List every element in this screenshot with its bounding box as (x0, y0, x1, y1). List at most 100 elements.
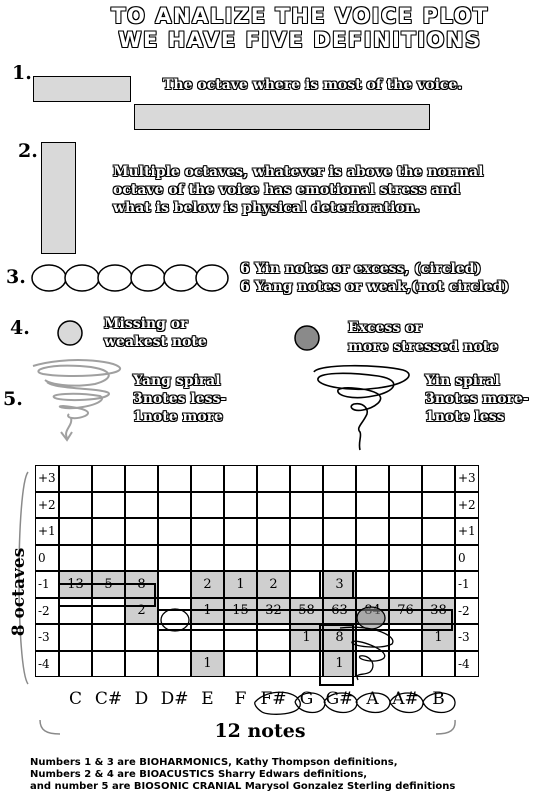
octave-label-left: +2 (35, 491, 59, 518)
plot-cell (158, 465, 191, 492)
yin-spiral-icon (313, 364, 410, 451)
octave-label-right: -4 (455, 650, 479, 677)
plot-cell (422, 518, 455, 545)
plot-cell (356, 465, 389, 492)
yang-line-1: Yang spiral (133, 373, 221, 389)
plot-cell: 63 (323, 597, 356, 624)
octave-bar-long (134, 104, 430, 130)
yin-line-1: Yin spiral (425, 373, 500, 389)
excess-note-icon (294, 325, 320, 351)
plot-cell (59, 544, 92, 571)
plot-cell (257, 465, 290, 492)
plot-cell (224, 624, 257, 651)
plot-cell (224, 465, 257, 492)
definition-2-line-1: Multiple octaves, whatever is above the … (113, 164, 484, 180)
plot-cell: 8 (125, 571, 158, 598)
plot-cell: 1 (224, 571, 257, 598)
definition-3-number: 3. (6, 266, 26, 288)
octave-label-right: +1 (455, 518, 479, 545)
yang-line-3: 1note more (133, 409, 223, 425)
plot-cell (389, 518, 422, 545)
plot-cell (59, 597, 92, 624)
octave-label-left: +3 (35, 465, 59, 492)
plot-cell: 38 (422, 597, 455, 624)
plot-cell (356, 650, 389, 677)
plot-cell: 15 (224, 597, 257, 624)
plot-cell (323, 465, 356, 492)
octave-label-right: +2 (455, 491, 479, 518)
plot-cell (158, 597, 191, 624)
plot-cell (125, 491, 158, 518)
definition-2-number: 2. (18, 140, 38, 162)
yang-line-2: 3notes less- (133, 391, 227, 407)
plot-cell (389, 624, 422, 651)
plot-cell: 1 (290, 624, 323, 651)
plot-cell (191, 491, 224, 518)
plot-cell (290, 465, 323, 492)
plot-cell (224, 491, 257, 518)
excess-label-line-1: Excess or (348, 320, 422, 336)
plot-cell (59, 465, 92, 492)
yin-line-2: 3notes more- (425, 391, 529, 407)
plot-cell (125, 650, 158, 677)
plot-cell: 1 (191, 650, 224, 677)
plot-cell (224, 650, 257, 677)
octave-bar-short (33, 76, 131, 102)
plot-cell (290, 650, 323, 677)
plot-cell (191, 544, 224, 571)
plot-cell (290, 491, 323, 518)
octave-label-right: -1 (455, 571, 479, 598)
definition-5-number: 5. (3, 388, 23, 410)
title-line-2: WE HAVE FIVE DEFINITIONS (118, 28, 482, 52)
plot-cell: 2 (191, 571, 224, 598)
plot-cell (125, 518, 158, 545)
plot-cell (257, 544, 290, 571)
plot-cell: 58 (290, 597, 323, 624)
plot-cell (290, 518, 323, 545)
plot-cell (323, 544, 356, 571)
footer-line-3: and number 5 are BIOSONIC CRANIAL Maryso… (30, 781, 456, 792)
plot-cell (389, 544, 422, 571)
note-label: C# (94, 689, 123, 709)
note-label: F (234, 689, 247, 709)
plot-cell (224, 544, 257, 571)
plot-cell (422, 571, 455, 598)
plot-cell: 1 (422, 624, 455, 651)
plot-cell (125, 544, 158, 571)
multi-octave-bar (41, 142, 76, 254)
plot-cell (389, 491, 422, 518)
plot-cell: 5 (92, 571, 125, 598)
plot-cell (158, 571, 191, 598)
plot-cell (59, 650, 92, 677)
note-label: F# (260, 689, 287, 709)
plot-cell (422, 465, 455, 492)
note-label: A (366, 689, 379, 709)
plot-cell (356, 544, 389, 571)
plot-cell (191, 465, 224, 492)
note-label: B (432, 689, 445, 709)
plot-cell (356, 518, 389, 545)
definition-2-line-2: octave of the voice has emotional stress… (113, 182, 461, 198)
note-label: A# (392, 689, 419, 709)
plot-cell (389, 571, 422, 598)
octave-label-left: +1 (35, 518, 59, 545)
plot-cell (422, 650, 455, 677)
yang-spiral-icon (32, 359, 122, 442)
plot-cell (257, 518, 290, 545)
octave-label-left: -3 (35, 624, 59, 651)
definition-1-text: The octave where is most of the voice. (163, 77, 463, 93)
plot-cell (323, 518, 356, 545)
plot-cell (290, 544, 323, 571)
plot-cell (290, 571, 323, 598)
plot-cell (92, 518, 125, 545)
note-label: C (68, 689, 82, 709)
octave-label-right: -2 (455, 597, 479, 624)
plot-cell (92, 624, 125, 651)
plot-cell (92, 544, 125, 571)
plot-cell: 84 (356, 597, 389, 624)
x-axis-label: 12 notes (214, 720, 306, 742)
six-circles-icon (31, 264, 229, 292)
plot-cell (356, 624, 389, 651)
